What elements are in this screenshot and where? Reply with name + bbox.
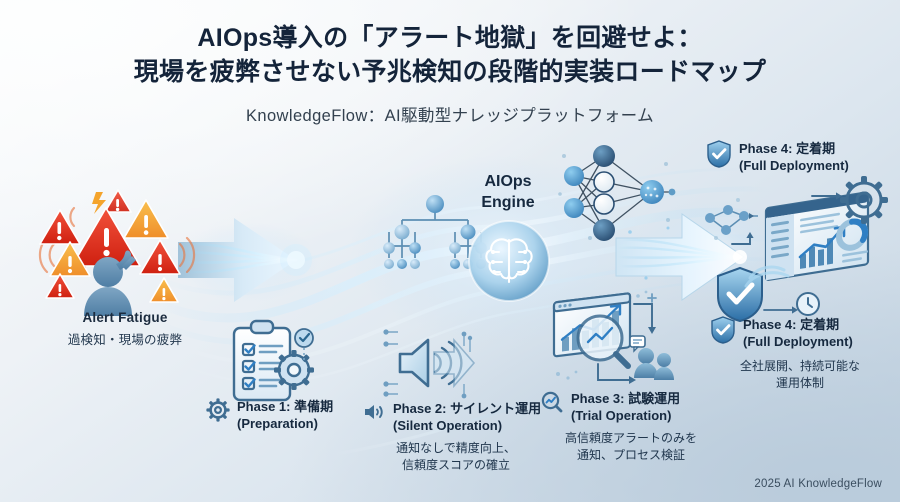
alert-fatigue-label-jp: 過検知・現場の疲弊 [67,333,183,347]
phase-1-label[interactable]: Phase 1: 準備期 (Preparation) [206,398,333,432]
magnifier-chart-icon [540,390,564,414]
alert-fatigue-caption: Alert Fatigue 過検知・現場の疲弊 [20,310,230,348]
page-subtitle: KnowledgeFlow：AI駆動型ナレッジプラットフォーム [246,107,654,125]
phase-3-subtext: 高信頼度アラートのみを 通知、プロセス検証 [536,430,726,464]
shield-check-icon [710,316,736,344]
alert-fatigue-graphic [34,186,214,316]
bi-dashboard-icon [705,176,888,323]
phase-1-title-en: (Preparation) [237,416,318,432]
silent-operation-graphic [378,322,478,404]
phase-3-subtext-line2: 通知、プロセス検証 [576,448,685,463]
page-title-line2: 現場を疲弊させない予兆検知の段階的実装ロードマップ [133,57,767,86]
gear-icon [206,398,230,422]
footer-credit: 2025 AI KnowledgeFlow [754,478,882,490]
phase-4-top-title-jp: Phase 4: 定着期 [739,141,836,156]
header: AIOps導入の「アラート地獄」を回避せよ： 現場を疲弊させない予兆検知の段階的… [0,22,900,126]
brain-circuit-icon [468,220,550,302]
phase-1-title-jp: Phase 1: 準備期 [237,399,334,414]
phase-3-title-jp: Phase 3: 試験運用 [571,391,681,406]
phase-4-label[interactable]: Phase 4: 定着期 (Full Deployment) [710,316,853,350]
phase-3-title-en: (Trial Operation) [571,408,672,424]
phase-3-subtext-line1: 高信頼度アラートのみを [564,431,697,445]
analytics-dashboard-icon [552,290,674,384]
phase-4-title-jp: Phase 4: 定着期 [743,317,840,332]
phase-2-subtext-line2: 信頼度スコアの確立 [401,458,510,473]
neural-network-graphic [556,142,680,248]
aiops-engine-graphic [466,218,552,304]
aiops-label-line2: Engine [481,193,535,211]
phase-2-title-en: (Silent Operation) [393,418,503,434]
phase-4-top-label[interactable]: Phase 4: 定着期 (Full Deployment) [706,140,849,174]
full-deployment-graphic [692,176,892,323]
phase-2-subtext: 通知なしで精度向上、 信頼度スコアの確立 [363,440,549,474]
phase-4-subtext: 全社展開、持続可能な 運用体制 [708,358,892,392]
phase-4-subtext-line1: 全社展開、持続可能な [739,359,860,373]
phase-2-subtext-line1: 通知なしで精度向上、 [396,441,516,455]
phase-4-title-en: (Full Deployment) [743,334,853,350]
neural-network-icon [558,145,676,241]
speaker-mute-icon [383,329,476,399]
phase-2-label[interactable]: Phase 2: サイレント運用 (Silent Operation) [362,400,541,434]
shield-check-icon [706,140,732,168]
trial-operation-graphic [542,282,674,390]
phase-4-subtext-line2: 運用体制 [775,376,824,391]
speaker-mute-icon [362,400,386,424]
phase-4-top-title-en: (Full Deployment) [739,158,849,174]
phase-3-label[interactable]: Phase 3: 試験運用 (Trial Operation) [540,390,680,424]
alert-fatigue-label-en: Alert Fatigue [82,310,168,325]
phase-2-title-jp: Phase 2: サイレント運用 [393,401,542,416]
aiops-label-line1: AIOps [484,173,532,190]
aiops-engine-label: AIOps Engine [448,172,568,214]
page-title-line1: AIOps導入の「アラート地獄」を回避せよ： [197,24,703,52]
warning-triangle-cluster-icon [38,189,196,316]
